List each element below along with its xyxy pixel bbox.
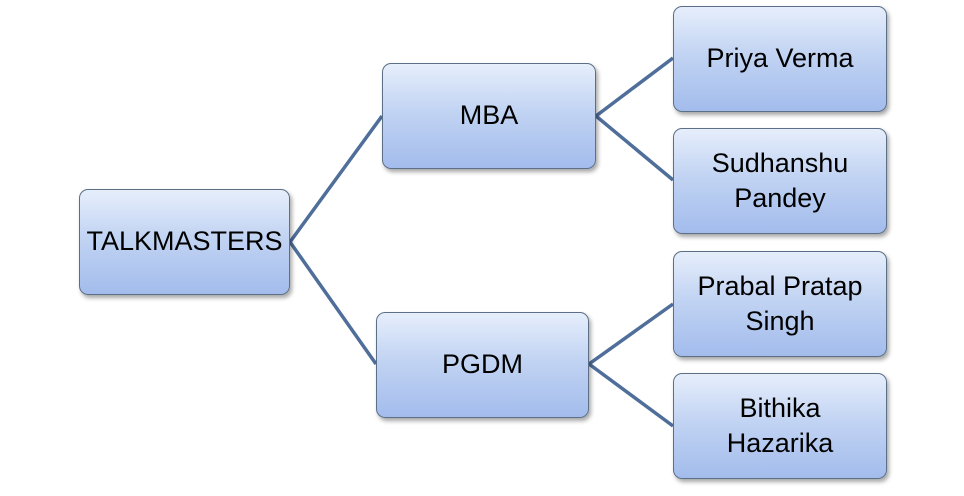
- connector-mba-child-1: [594, 56, 675, 118]
- connector-root-mba: [288, 114, 384, 244]
- branch-node-pgdm: PGDM: [376, 312, 589, 418]
- root-node: TALKMASTERS: [79, 189, 290, 295]
- leaf-node-sudhanshu-pandey: Sudhanshu Pandey: [673, 128, 887, 234]
- connector-root-pgdm: [288, 240, 378, 366]
- leaf-node-line: Prabal Pratap: [697, 270, 863, 301]
- leaf-node-line: Sudhanshu: [711, 147, 849, 178]
- leaf-node-priya-verma: Priya Verma: [673, 6, 887, 112]
- leaf-node-line: Hazarika: [726, 428, 834, 458]
- connector-pgdm-child-1: [587, 302, 675, 366]
- leaf-node-line: Singh: [745, 306, 815, 336]
- leaf-node-line: Bithika: [739, 392, 821, 423]
- leaf-node-line: Priya Verma: [706, 43, 854, 74]
- leaf-node-bithika-hazarika: Bithika Hazarika: [673, 373, 887, 479]
- branch-node-label: PGDM: [442, 349, 523, 380]
- branch-node-label: MBA: [459, 100, 519, 131]
- connector-mba-child-2: [594, 114, 675, 182]
- branch-node-mba: MBA: [382, 63, 596, 169]
- root-node-label: TALKMASTERS: [86, 226, 283, 257]
- leaf-node-prabal-pratap-singh: Prabal Pratap Singh: [673, 251, 887, 357]
- leaf-node-line: Pandey: [734, 183, 826, 213]
- connector-pgdm-child-2: [587, 362, 675, 428]
